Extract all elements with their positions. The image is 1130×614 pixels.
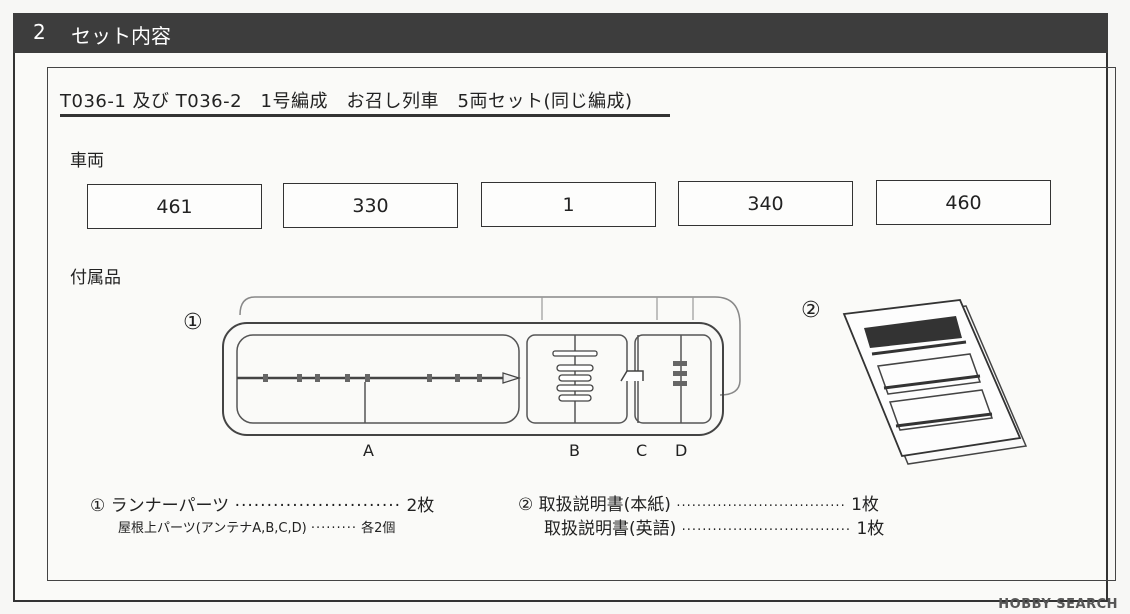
- runner-letter-a: A: [363, 441, 374, 460]
- list-qty-roof-parts: 各2個: [361, 521, 396, 536]
- runner-parts-illustration: [222, 296, 741, 436]
- list-item-roof-parts: 屋根上パーツ(アンテナA,B,C,D) ········· 各2個: [118, 517, 395, 536]
- list-dots: ··························: [234, 496, 402, 516]
- list-name-manual-jp: 取扱説明書(本紙): [538, 495, 671, 515]
- watermark: HOBBY SEARCH: [998, 597, 1118, 612]
- list-qty-manual-jp: 1枚: [851, 495, 879, 515]
- car-box-340: 340: [678, 181, 853, 226]
- list-name-manual-en: 取扱説明書(英語): [544, 519, 677, 539]
- list-name-runner-parts: ランナーパーツ: [110, 496, 230, 516]
- runner-letter-c: C: [636, 441, 648, 460]
- vehicles-label: 車両: [70, 151, 104, 171]
- list-item-manual-jp: ② 取扱説明書(本紙) ····························…: [518, 490, 879, 515]
- list-qty-manual-en: 1枚: [856, 519, 885, 539]
- set-title-underline: [60, 114, 670, 117]
- item1-mark: ①: [183, 310, 203, 335]
- runner-letter-b: B: [569, 441, 580, 460]
- list-item-manual-en: 取扱説明書(英語) ······························…: [544, 514, 884, 539]
- car-box-330: 330: [283, 183, 458, 228]
- set-title: T036-1 及び T036-2 1号編成 お召し列車 5両セット(同じ編成): [60, 91, 633, 112]
- list-mark-1: ①: [90, 496, 106, 516]
- list-mark-2: ②: [518, 495, 534, 515]
- section-title: セット内容: [71, 24, 171, 48]
- accessories-label: 付属品: [70, 268, 121, 288]
- list-dots: ·································: [681, 523, 852, 538]
- list-name-roof-parts: 屋根上パーツ(アンテナA,B,C,D): [118, 521, 307, 536]
- list-item-runner-parts: ① ランナーパーツ ·························· 2枚: [90, 491, 434, 516]
- car-box-460: 460: [876, 180, 1051, 225]
- item2-mark: ②: [801, 298, 821, 323]
- section-number: 2: [33, 20, 46, 44]
- list-dots: ·································: [676, 499, 846, 514]
- car-box-461: 461: [87, 184, 262, 229]
- list-dots: ·········: [310, 521, 358, 536]
- inner-frame: [47, 67, 1116, 581]
- runner-letter-d: D: [675, 441, 688, 460]
- section-header: 2 セット内容: [13, 13, 1108, 53]
- instruction-sheets-illustration: [842, 299, 1028, 465]
- car-box-1: 1: [481, 182, 656, 227]
- list-qty-runner-parts: 2枚: [406, 496, 435, 516]
